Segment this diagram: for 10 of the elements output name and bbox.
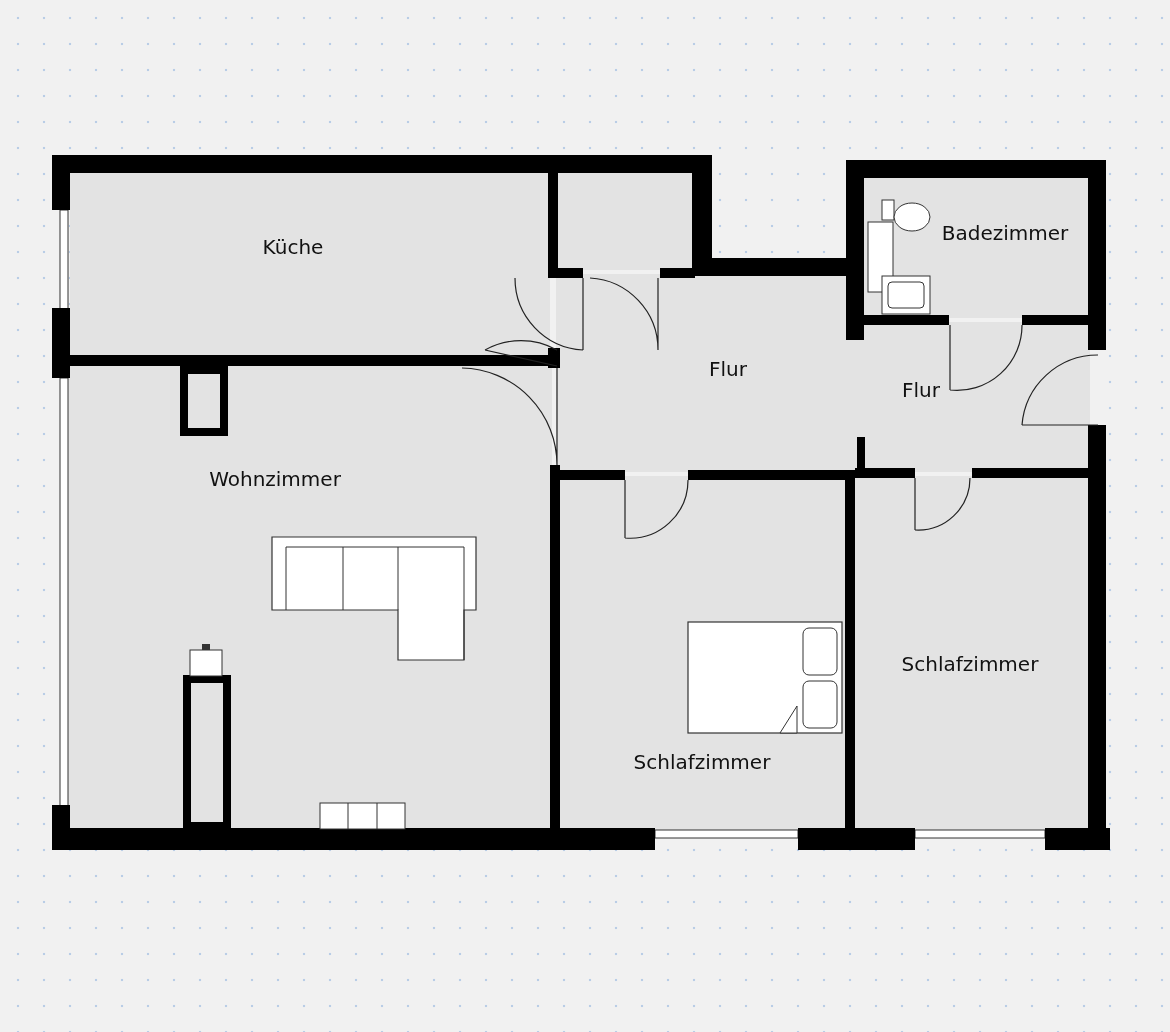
room-label: Wohnzimmer bbox=[209, 467, 341, 491]
room-label: Schlafzimmer bbox=[901, 652, 1039, 676]
room-area bbox=[70, 172, 550, 357]
room-label: Badezimmer bbox=[941, 221, 1069, 245]
room-label: Flur bbox=[902, 378, 940, 402]
room-label: Flur bbox=[709, 357, 747, 381]
room-label: Küche bbox=[262, 235, 324, 259]
room-label: Schlafzimmer bbox=[633, 750, 771, 774]
room-area bbox=[852, 476, 1090, 830]
storage-room bbox=[556, 170, 694, 270]
